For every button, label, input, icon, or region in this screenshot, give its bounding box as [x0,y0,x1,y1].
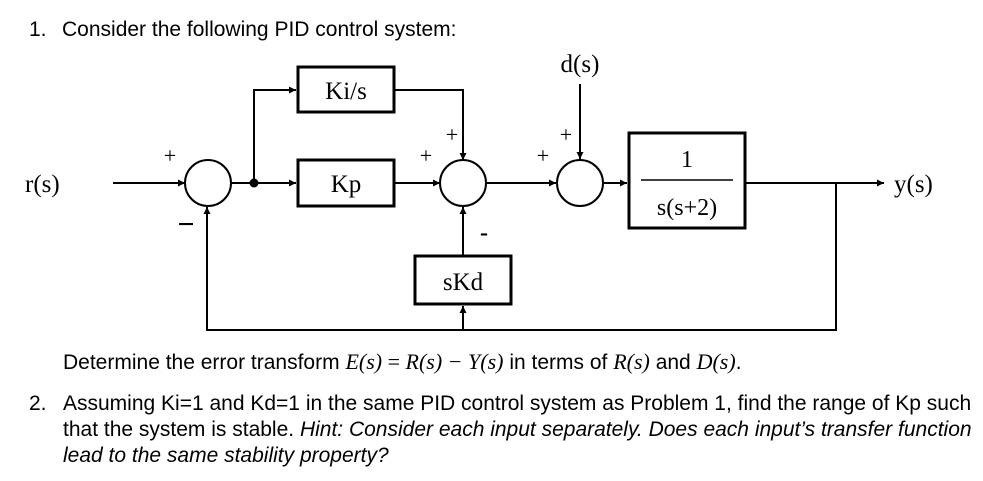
input-label: r(s) [25,171,60,198]
sum-junction-1 [184,159,232,207]
sum1-feedback-sign: − [177,208,194,241]
problem-1-number: 1. [29,18,47,41]
output-label: y(s) [894,171,933,198]
determine-end: . [735,351,742,374]
pickoff-dot [249,178,259,188]
plant-denominator: s(s+2) [657,195,717,221]
disturbance-label: d(s) [561,51,600,78]
problem-2: 2. Assuming Ki=1 and Kd=1 in the same PI… [29,391,979,469]
sum2-deriv-sign: - [480,220,488,246]
ki-to-sum2-line [395,89,467,160]
equals-sign: = [382,349,406,374]
ki-block-label: Ki/s [325,78,367,105]
sum1-input-sign: + [164,143,176,168]
r-transform: R(s) [613,349,650,374]
plant-numerator: 1 [681,147,693,173]
problem-1-heading: 1. Consider the following PID control sys… [29,18,457,42]
sum-junction-3 [556,159,604,207]
problem-2-body: Assuming Ki=1 and Kd=1 in the same PID c… [63,391,979,469]
kp-block [296,158,396,208]
problem-2-hint: Hint: Consider each input separately. Do… [63,418,972,467]
kd-block-label: sKd [443,269,484,296]
d-transform: D(s) [696,349,736,374]
sum3-control-sign: + [537,143,549,168]
sum2-prop-sign: + [420,143,432,168]
error-transform-rhs: R(s) − Y(s) [405,349,504,374]
sum2-int-sign: + [446,122,458,147]
sum-junction-2 [439,159,487,207]
determine-statement: Determine the error transform E(s) = R(s… [63,349,742,375]
error-to-ki-line [253,86,296,183]
determine-prefix: Determine the error transform [63,351,340,374]
feedback-line [203,183,837,331]
kp-block-label: Kp [331,171,362,198]
sum3-dist-sign: + [560,122,572,147]
problem-1-title: Consider the following PID control syste… [62,18,457,41]
kd-block [413,254,513,306]
determine-middle: in terms of [509,351,608,374]
problem-2-text: Assuming Ki=1 and Kd=1 in the same PID c… [63,392,972,441]
and-word: and [655,351,691,374]
problem-2-number: 2. [29,392,47,415]
ki-block [296,65,396,114]
error-transform-lhs: E(s) [345,349,383,374]
